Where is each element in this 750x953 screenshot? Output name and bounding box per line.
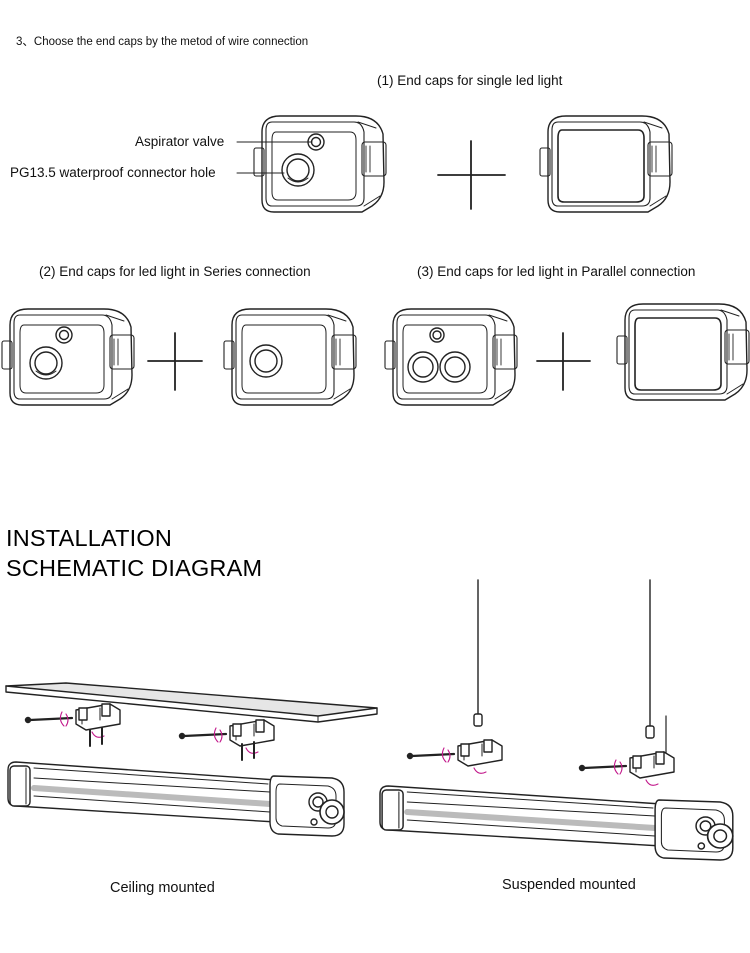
ceiling-mounted-caption: Ceiling mounted bbox=[110, 880, 215, 896]
group-single-label: (1) End caps for single led light bbox=[377, 73, 563, 88]
installation-title-line2: SCHEMATIC DIAGRAM bbox=[6, 555, 263, 581]
group-parallel-label: (3) End caps for led light in Parallel c… bbox=[417, 264, 696, 279]
step-heading: 3、Choose the end caps by the metod of wi… bbox=[16, 36, 309, 48]
installation-title-line1: INSTALLATION bbox=[6, 525, 173, 551]
aspirator-valve-label: Aspirator valve bbox=[135, 134, 225, 149]
suspended-mounted-caption: Suspended mounted bbox=[502, 877, 636, 893]
connector-hole-label: PG13.5 waterproof connector hole bbox=[10, 165, 216, 180]
group-series-label: (2) End caps for led light in Series con… bbox=[39, 264, 311, 279]
